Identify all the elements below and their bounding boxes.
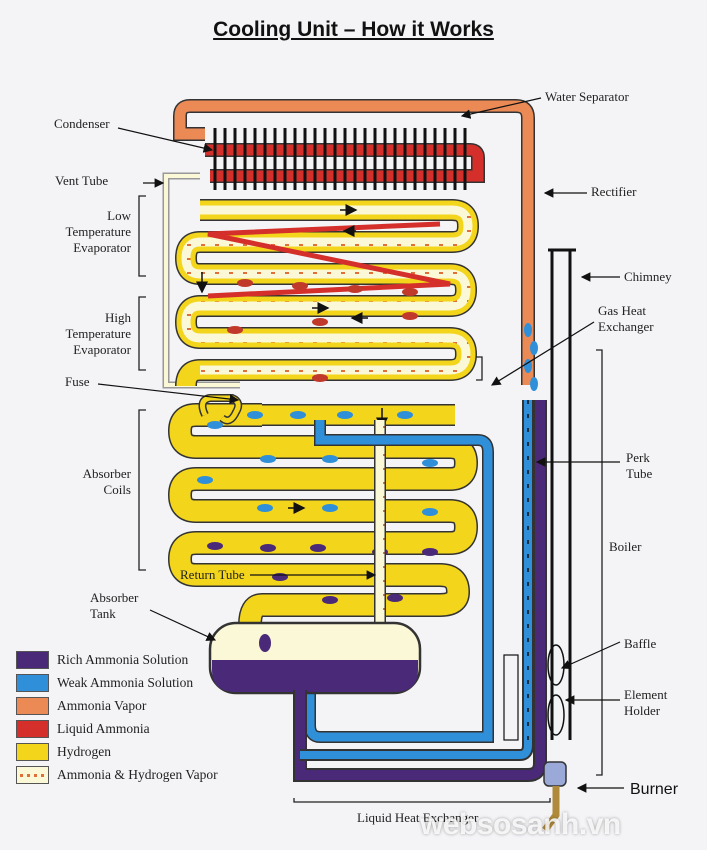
boiler-bracket: [596, 349, 603, 776]
legend-item-weak-ammonia: Weak Ammonia Solution: [16, 671, 218, 694]
legend-item-ammonia-hydrogen-vapor: Ammonia & Hydrogen Vapor: [16, 763, 218, 786]
liquid-heat-bracket: [293, 798, 551, 803]
baffle: [547, 644, 565, 736]
legend-swatch: [16, 650, 49, 669]
label-high-temp-2: Temperature: [66, 326, 132, 341]
label-gas-heat-1: Gas Heat: [598, 303, 646, 318]
label-low-temp-1: Low: [107, 208, 131, 223]
label-baffle: Baffle: [624, 636, 656, 651]
label-chimney: Chimney: [624, 269, 672, 284]
label-perk-tube-1: Perk: [626, 450, 650, 465]
label-absorber-tank-2: Tank: [90, 606, 116, 621]
label-liquid-heat-exchanger: Liquid Heat Exchanger: [357, 810, 479, 825]
label-burner: Burner: [630, 781, 679, 798]
legend-label: Liquid Ammonia: [57, 720, 150, 736]
chimney: [548, 248, 576, 740]
legend-swatch: [16, 696, 49, 715]
legend-label: Weak Ammonia Solution: [57, 674, 194, 690]
label-condenser: Condenser: [54, 116, 110, 131]
legend-label: Rich Ammonia Solution: [57, 651, 189, 667]
label-water-separator: Water Separator: [545, 89, 629, 104]
legend-label: Hydrogen: [57, 743, 111, 759]
gas-heat-bracket: [476, 356, 483, 381]
high-temp-bracket: [138, 296, 146, 371]
label-low-temp-2: Temperature: [66, 224, 132, 239]
diagram-title: Cooling Unit – How it Works: [213, 18, 494, 41]
watermark-logo: websosanh.vn: [420, 808, 621, 841]
label-boiler: Boiler: [609, 539, 642, 554]
liquid-ammonia-line: [207, 221, 451, 299]
label-gas-heat-2: Exchanger: [598, 319, 654, 334]
legend-swatch: [16, 765, 49, 784]
condenser-fins: [213, 128, 467, 190]
label-element-holder-2: Holder: [624, 703, 661, 718]
element-holder: [503, 654, 519, 741]
legend-swatch: [16, 742, 49, 761]
legend-item-hydrogen: Hydrogen: [16, 740, 218, 763]
label-absorber-coils-1: Absorber: [83, 466, 132, 481]
legend-label: Ammonia Vapor: [57, 697, 147, 713]
label-perk-tube-2: Tube: [626, 466, 652, 481]
label-low-temp-3: Evaporator: [73, 240, 131, 255]
low-temp-bracket: [138, 195, 146, 277]
legend-item-ammonia-vapor: Ammonia Vapor: [16, 694, 218, 717]
label-absorber-tank-1: Absorber: [90, 590, 139, 605]
legend-swatch: [16, 719, 49, 738]
label-fuse: Fuse: [65, 374, 90, 389]
legend-label: Ammonia & Hydrogen Vapor: [57, 766, 218, 782]
burner: [542, 761, 567, 833]
legend: Rich Ammonia Solution Weak Ammonia Solut…: [16, 648, 218, 786]
label-element-holder-1: Element: [624, 687, 668, 702]
label-vent-tube: Vent Tube: [55, 173, 108, 188]
label-high-temp-1: High: [105, 310, 132, 325]
legend-swatch: [16, 673, 49, 692]
label-absorber-coils-2: Coils: [104, 482, 131, 497]
label-return-tube: Return Tube: [180, 567, 245, 582]
legend-item-liquid-ammonia: Liquid Ammonia: [16, 717, 218, 740]
label-rectifier: Rectifier: [591, 184, 637, 199]
absorber-coils-bracket: [138, 409, 146, 571]
label-high-temp-3: Evaporator: [73, 342, 131, 357]
legend-item-rich-ammonia: Rich Ammonia Solution: [16, 648, 218, 671]
